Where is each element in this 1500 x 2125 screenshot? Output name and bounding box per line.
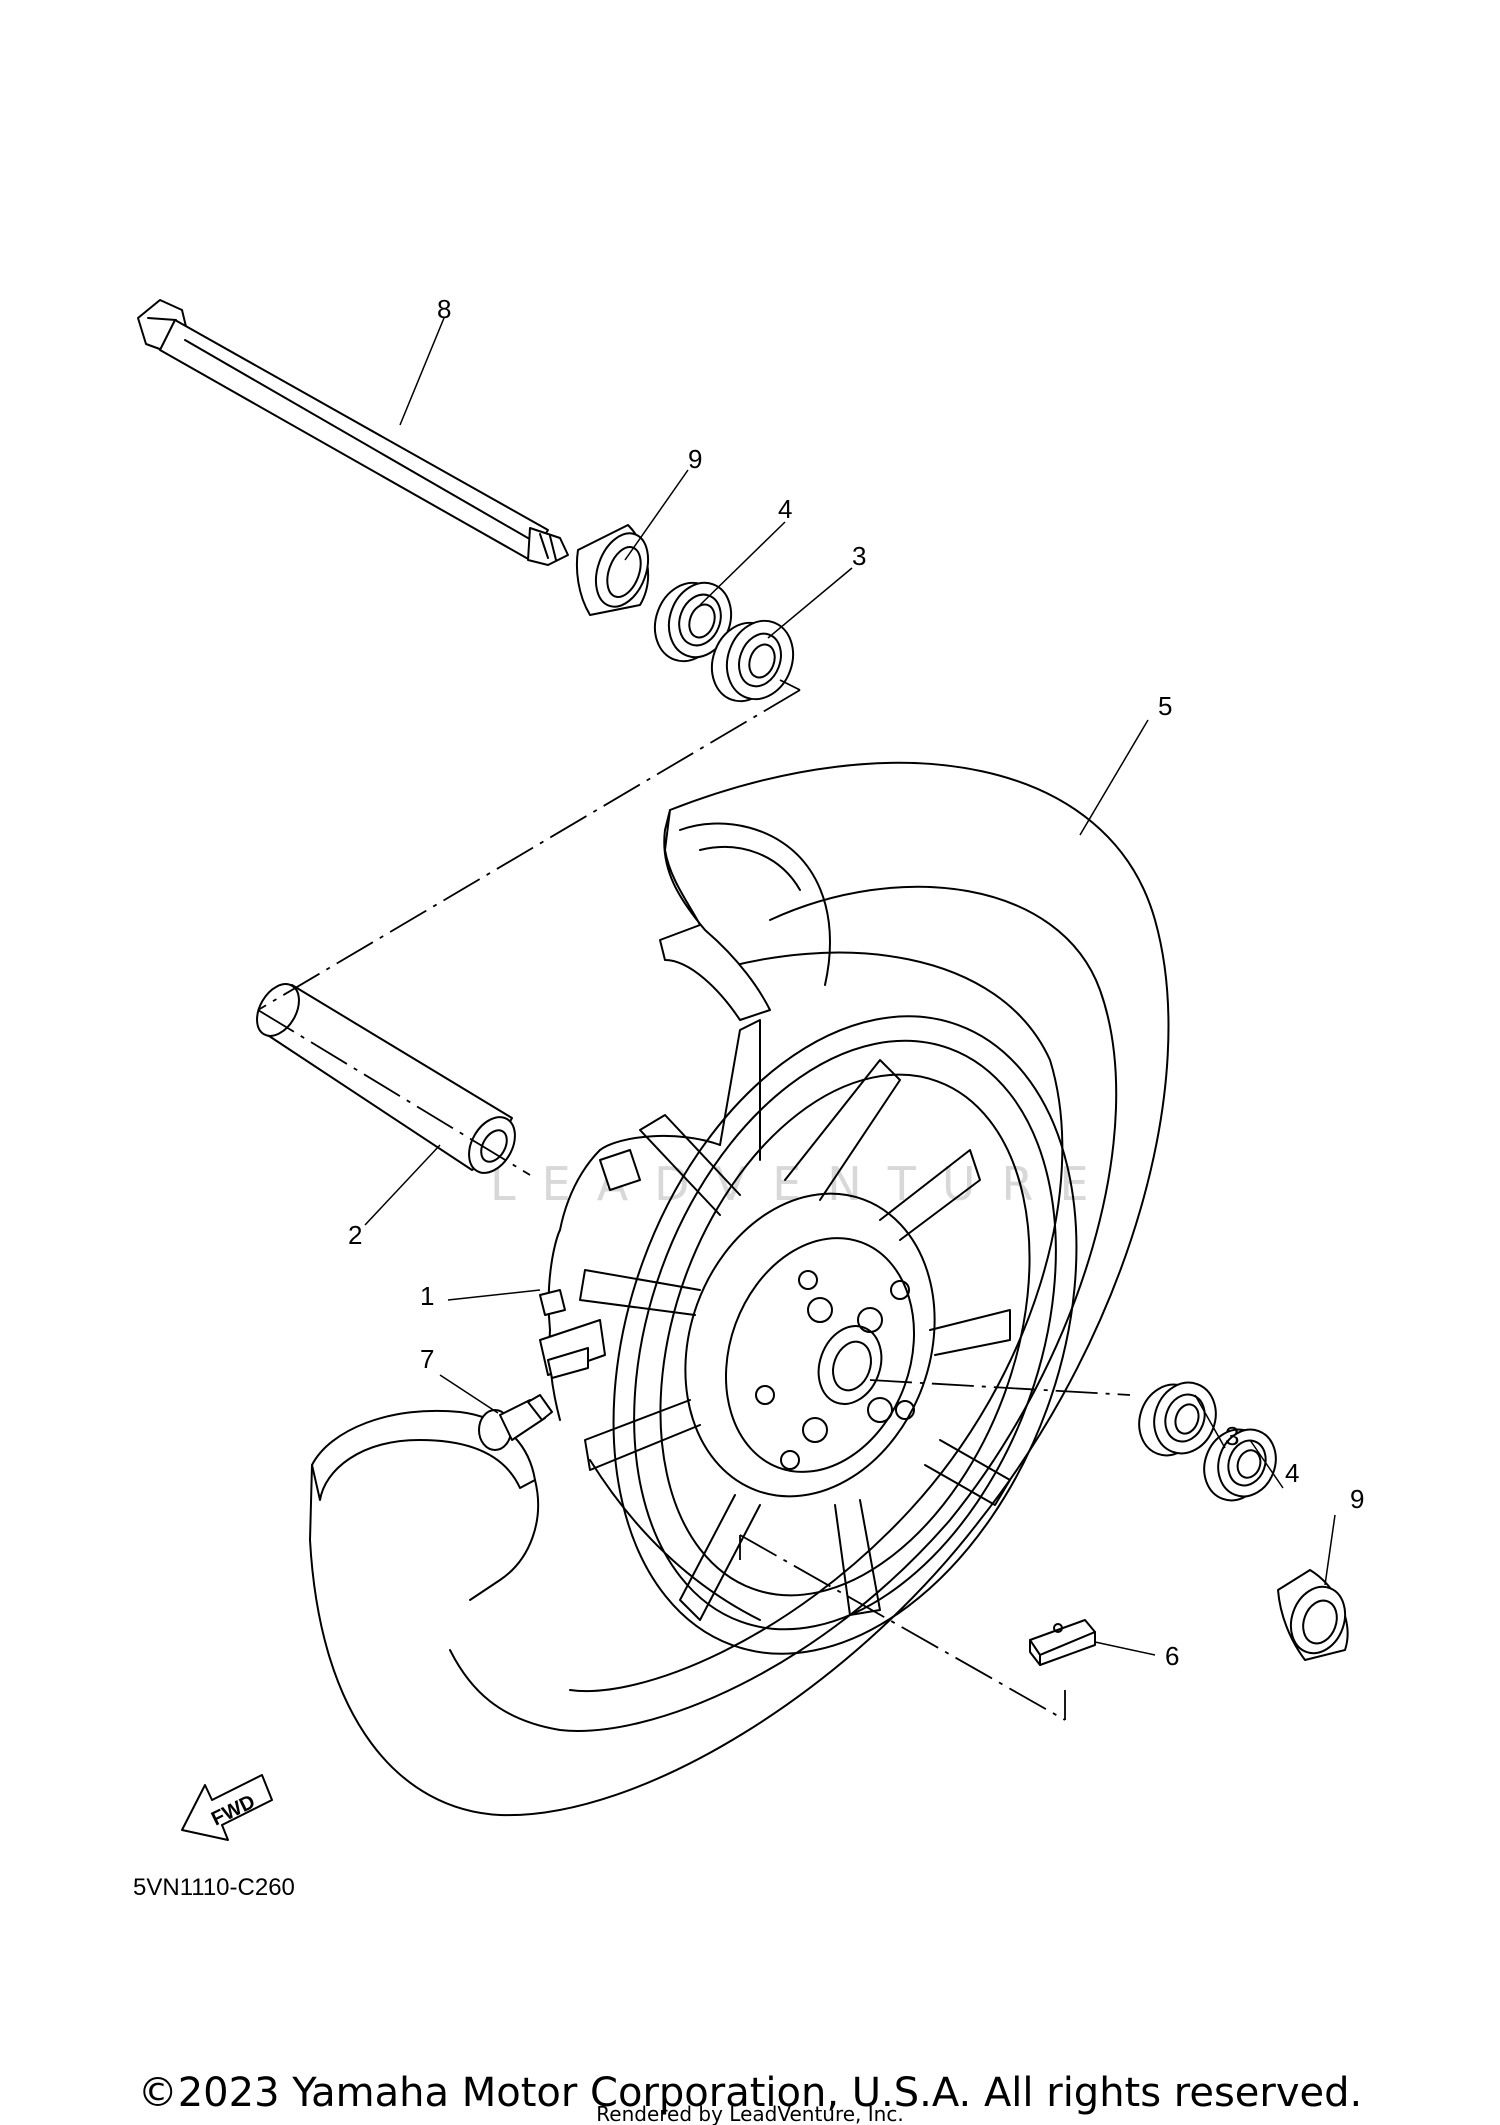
callout-5: 5	[1158, 691, 1172, 721]
bearing-part-3-top[interactable]	[701, 611, 804, 710]
bearing-part-3-bottom[interactable]	[1129, 1374, 1225, 1464]
bearing-part-4-bottom[interactable]	[1194, 1421, 1284, 1509]
callout-2: 2	[348, 1220, 362, 1250]
callout-8: 8	[437, 294, 451, 324]
collar-part-9-top[interactable]	[575, 524, 658, 616]
leader-lines	[364, 317, 1336, 1656]
spacer-part-2[interactable]	[248, 977, 524, 1181]
balance-weight-part-6[interactable]	[1029, 1619, 1096, 1666]
callout-labels: 8 9 4 3 5 2 1 7 3 4 9 6	[348, 294, 1364, 1671]
callout-3-bottom: 3	[1225, 1421, 1239, 1451]
bearing-part-4-top[interactable]	[644, 573, 741, 670]
forward-direction-arrow-icon: FWD	[181, 1774, 273, 1841]
callout-9-top: 9	[688, 444, 702, 474]
axle-part-8[interactable]	[137, 299, 569, 566]
wheel-rim-part-1[interactable]	[530, 951, 1160, 1718]
callout-4-top: 4	[778, 494, 792, 524]
callout-4-bottom: 4	[1285, 1458, 1299, 1488]
collar-part-9-bottom[interactable]	[1277, 1569, 1354, 1661]
callout-3-top: 3	[852, 541, 866, 571]
callout-1: 1	[420, 1281, 434, 1311]
rendered-by-notice: Rendered by LeadVenture, Inc.	[596, 2102, 904, 2125]
copyright-notice: ©2023 Yamaha Motor Corporation, U.S.A. A…	[137, 2070, 1363, 2116]
diagram-code: 5VN1110-C260	[133, 1874, 295, 1901]
callout-7: 7	[420, 1344, 434, 1374]
callout-6: 6	[1165, 1641, 1179, 1671]
valve-part-7[interactable]	[478, 1394, 553, 1451]
assembly-lines	[257, 679, 1131, 1721]
callout-9-bottom: 9	[1350, 1484, 1364, 1514]
